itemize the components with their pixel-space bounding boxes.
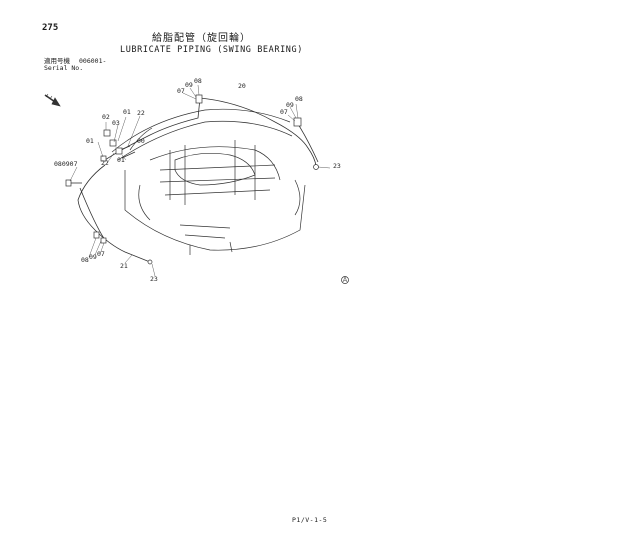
callout-label: 07 bbox=[177, 87, 185, 95]
callout-label: 20 bbox=[238, 82, 246, 90]
callout-label: 07 bbox=[280, 108, 288, 116]
callout-label: 08 bbox=[295, 95, 303, 103]
callout-label: 23 bbox=[333, 162, 341, 170]
callout-label: 01 bbox=[117, 156, 125, 164]
serial-value: 006001- bbox=[79, 57, 107, 65]
callout-label: 02 bbox=[102, 113, 110, 121]
callout-label: 09 bbox=[89, 253, 97, 261]
fittings bbox=[65, 94, 319, 265]
callout-label: 21 bbox=[120, 262, 128, 270]
callout-label: 08 bbox=[81, 256, 89, 264]
orientation-arrow-icon bbox=[44, 93, 61, 107]
callout-label: 09 bbox=[185, 81, 193, 89]
callout-label: 23 bbox=[150, 275, 158, 283]
serial-label-english: Serial No. bbox=[44, 64, 84, 72]
leader-lines bbox=[69, 84, 331, 277]
callout-label: 01 bbox=[123, 108, 131, 116]
page-number: 275 bbox=[42, 23, 59, 33]
frame-outline bbox=[111, 108, 306, 255]
callout-label: 00 bbox=[137, 137, 145, 145]
serial-label-japanese: 適用号機 bbox=[44, 57, 70, 65]
callout-label: 07 bbox=[97, 250, 105, 258]
footer-code: P1/V-1-5 bbox=[292, 516, 328, 524]
lubrication-hoses bbox=[68, 97, 319, 263]
callout-label: 22 bbox=[137, 109, 145, 117]
callout-label: 22 bbox=[101, 159, 109, 167]
callout-label: 01 bbox=[86, 137, 94, 145]
title-japanese: 給脂配管（旋回輪） bbox=[152, 33, 251, 44]
callout-label: 08 bbox=[194, 77, 202, 85]
title-english: LUBRICATE PIPING (SWING BEARING) bbox=[120, 45, 303, 55]
callout-label: 03 bbox=[112, 119, 120, 127]
callout-label: 09 bbox=[286, 101, 294, 109]
section-mark-icon bbox=[341, 276, 349, 284]
callout-label: 080907 bbox=[54, 160, 78, 168]
